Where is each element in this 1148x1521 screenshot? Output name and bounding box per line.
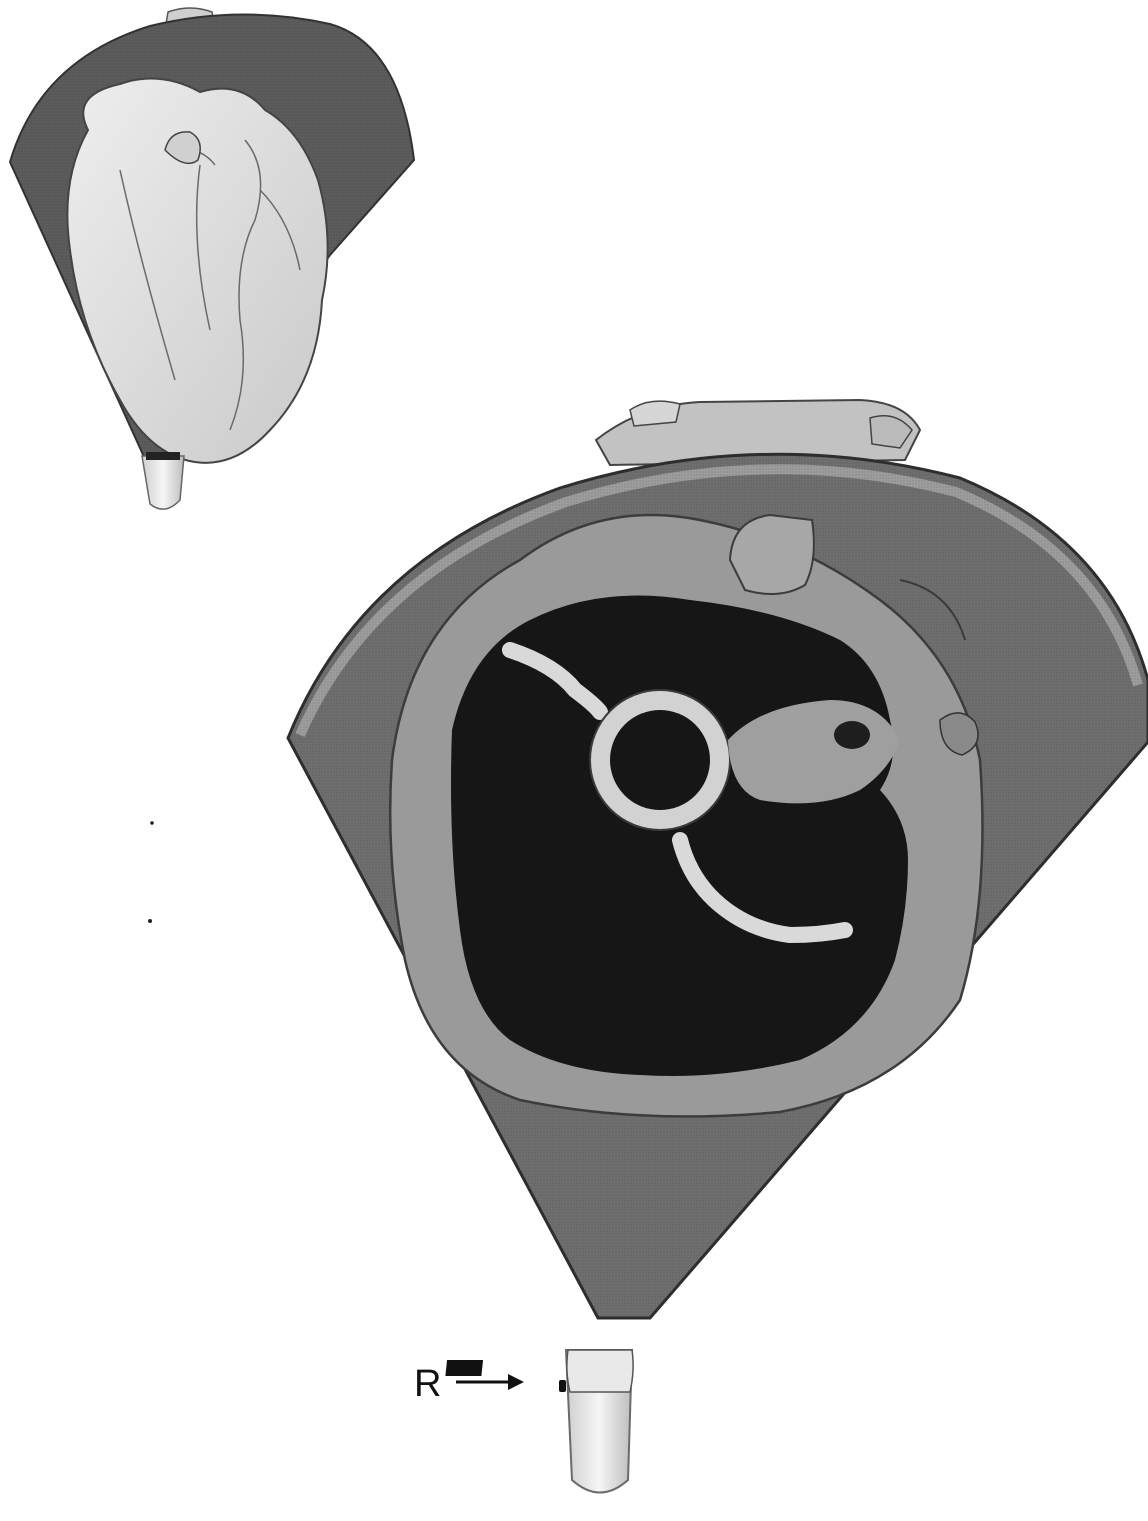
transducer-probe (445, 1350, 633, 1493)
small-heart (67, 79, 327, 463)
small-transducer-icon (142, 452, 184, 509)
great-vessel (730, 515, 814, 594)
arrow-right-icon (456, 1374, 524, 1390)
probe-marker-label: R (414, 1365, 441, 1403)
large-sector-view (288, 400, 1148, 1318)
small-heart-view (10, 8, 414, 509)
small-vessel-lumen (834, 721, 870, 749)
probe-orientation-marker (559, 1380, 566, 1392)
